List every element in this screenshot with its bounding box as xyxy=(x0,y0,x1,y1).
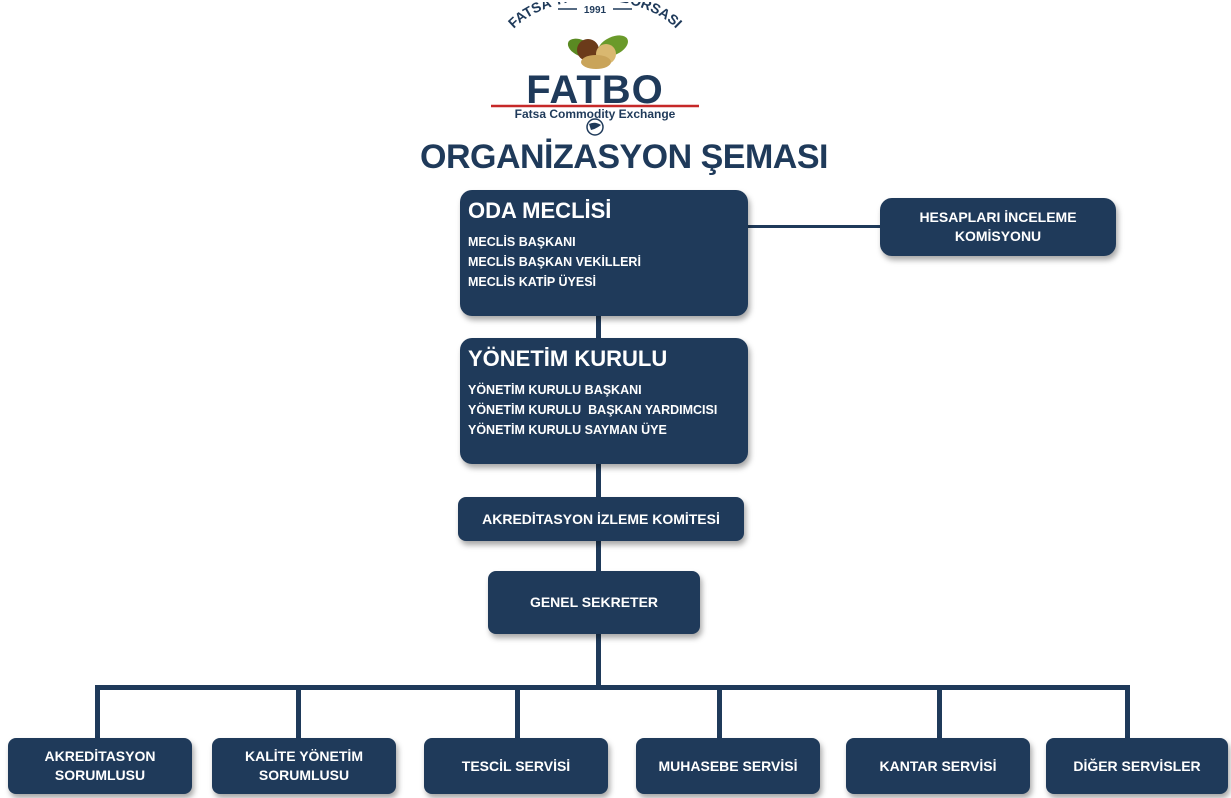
unit-box-akreditasyon: AKREDİTASYON SORUMLUSU xyxy=(8,738,192,794)
branch-drop-line xyxy=(95,685,100,740)
branch-drop-line xyxy=(515,685,520,740)
unit-box-kantar: KANTAR SERVİSİ xyxy=(846,738,1030,794)
oda-meclisi-member: MECLİS BAŞKANI xyxy=(468,235,576,249)
connector-line xyxy=(596,633,601,688)
unit-box-muhasebe: MUHASEBE SERVİSİ xyxy=(636,738,820,794)
oda-meclisi-title: ODA MECLİSİ xyxy=(468,198,612,223)
hesaplari-inceleme-line1: HESAPLARI İNCELEME xyxy=(919,209,1077,225)
akreditasyon-izleme-label: AKREDİTASYON İZLEME KOMİTESİ xyxy=(482,510,720,527)
genel-sekreter-box: GENEL SEKRETER xyxy=(488,571,700,634)
branch-drop-line xyxy=(296,685,301,740)
oda-meclisi-member: MECLİS BAŞKAN VEKİLLERİ xyxy=(468,255,641,269)
unit-box-kalite: KALİTE YÖNETİM SORUMLUSU xyxy=(212,738,396,794)
logo-name: FATBO xyxy=(526,68,664,112)
unit-box-diger: DİĞER SERVİSLER xyxy=(1046,738,1228,794)
hazelnut-icon xyxy=(567,35,628,69)
yonetim-kurulu-member: YÖNETİM KURULU BAŞKANI xyxy=(468,383,642,397)
yonetim-kurulu-member: YÖNETİM KURULU BAŞKAN YARDIMCISI xyxy=(468,403,718,417)
unit-label: DİĞER SERVİSLER xyxy=(1073,757,1201,774)
oda-meclisi-box: ODA MECLİSİ MECLİS BAŞKANI MECLİS BAŞKAN… xyxy=(460,190,748,316)
unit-label-line2: SORUMLUSU xyxy=(54,767,146,783)
yonetim-kurulu-box: YÖNETİM KURULU YÖNETİM KURULU BAŞKANI YÖ… xyxy=(460,338,748,464)
hesaplari-inceleme-line2: KOMİSYONU xyxy=(954,228,1042,244)
yonetim-kurulu-member: YÖNETİM KURULU SAYMAN ÜYE xyxy=(468,423,667,437)
unit-label-line1: AKREDİTASYON xyxy=(44,748,156,764)
connector-line xyxy=(745,225,882,228)
akreditasyon-izleme-box: AKREDİTASYON İZLEME KOMİTESİ xyxy=(458,497,744,541)
logo-year: 1991 xyxy=(584,5,607,16)
branch-drop-line xyxy=(937,685,942,740)
unit-label: MUHASEBE SERVİSİ xyxy=(658,757,798,774)
globe-icon xyxy=(586,118,604,136)
chart-title: ORGANİZASYON ŞEMASI xyxy=(420,138,828,176)
fatbo-logo: 1991 FATSA TİCARET BORSASI FATBO Fatsa C… xyxy=(491,2,699,136)
genel-sekreter-label: GENEL SEKRETER xyxy=(529,594,659,610)
unit-label-line2: SORUMLUSU xyxy=(258,767,350,783)
branch-drop-line xyxy=(717,685,722,740)
unit-label: TESCİL SERVİSİ xyxy=(461,757,571,774)
hesaplari-inceleme-box: HESAPLARI İNCELEME KOMİSYONU xyxy=(880,198,1116,256)
branch-line xyxy=(95,685,1130,690)
unit-box-tescil: TESCİL SERVİSİ xyxy=(424,738,608,794)
connector-line xyxy=(596,462,601,498)
connector-line xyxy=(596,315,601,340)
connector-line xyxy=(596,541,601,573)
logo-tagline: Fatsa Commodity Exchange xyxy=(515,107,676,121)
yonetim-kurulu-title: YÖNETİM KURULU xyxy=(468,346,668,371)
oda-meclisi-member: MECLİS KATİP ÜYESİ xyxy=(468,275,597,289)
branch-drop-line xyxy=(1125,685,1130,740)
unit-label-line1: KALİTE YÖNETİM xyxy=(245,748,363,764)
unit-label: KANTAR SERVİSİ xyxy=(879,757,997,774)
